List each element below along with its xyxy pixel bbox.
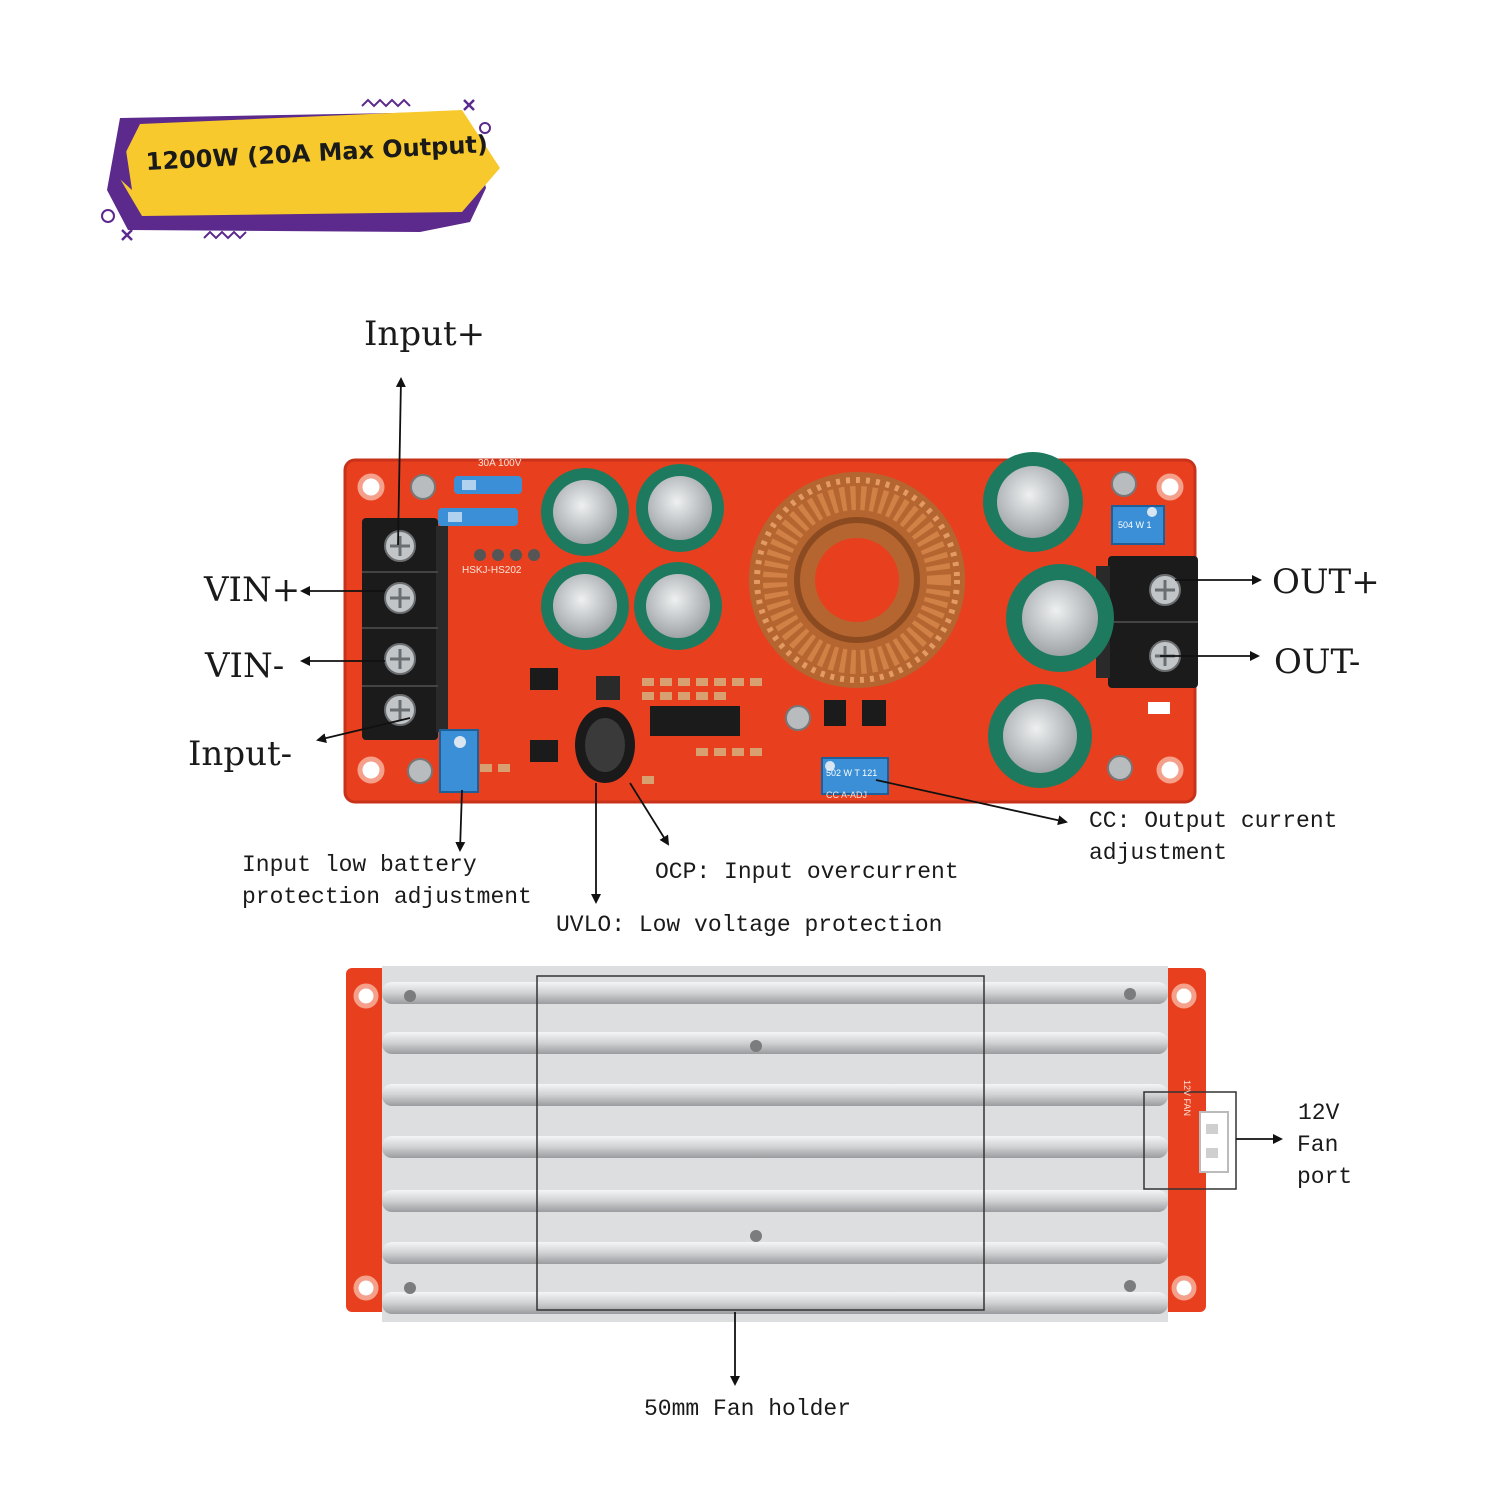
label-out-plus: OUT+ bbox=[1272, 562, 1380, 602]
label-uvlo: UVLO: Low voltage protection bbox=[556, 912, 943, 938]
label-cc-2: adjustment bbox=[1089, 840, 1228, 866]
label-low-battery-2: protection adjustment bbox=[242, 884, 532, 910]
heatsink-fins bbox=[382, 982, 1168, 1314]
jumper bbox=[1148, 702, 1170, 714]
circle-dot-icon bbox=[479, 122, 491, 134]
arrow-low-battery bbox=[455, 789, 466, 852]
potentiometer bbox=[439, 505, 1165, 795]
input-terminal-block bbox=[362, 518, 448, 740]
zigzag-icon bbox=[203, 230, 247, 240]
silk-pot-cc: 502 W T 121 bbox=[826, 768, 878, 778]
label-vin-plus: VIN+ bbox=[204, 570, 301, 610]
mounting-hole bbox=[353, 983, 1197, 1301]
label-fan-port-3: port bbox=[1297, 1164, 1353, 1190]
small-capacitor bbox=[575, 707, 635, 783]
fan-connector bbox=[1199, 1111, 1229, 1173]
circle-dot-icon bbox=[101, 209, 115, 223]
pcb-board bbox=[343, 452, 1198, 804]
fuse bbox=[438, 476, 522, 526]
label-fan-port-2: Fan bbox=[1297, 1132, 1339, 1158]
silk-pot-top: 504 W 1 bbox=[1118, 520, 1152, 530]
label-cc-1: CC: Output current bbox=[1089, 808, 1338, 834]
arrow-ocp bbox=[629, 782, 670, 846]
capacitor bbox=[541, 464, 724, 650]
arrow-cc bbox=[875, 779, 1068, 826]
zigzag-icon bbox=[361, 98, 411, 108]
arrow-input-plus bbox=[395, 377, 406, 546]
screw-icon bbox=[407, 471, 1137, 784]
silk-cc-adj: CC A-ADJ bbox=[826, 790, 868, 800]
silk-model: HSKJ-HS202 bbox=[462, 565, 522, 576]
silk-fan-conn: 12V FAN bbox=[1182, 1080, 1192, 1117]
arrow-input-minus bbox=[316, 717, 411, 744]
mounting-hole bbox=[357, 473, 1184, 784]
banner-shape bbox=[116, 110, 500, 216]
fan-holder-outline bbox=[536, 975, 985, 1311]
label-vin-minus: VIN- bbox=[205, 646, 285, 686]
promo-banner bbox=[101, 98, 500, 241]
label-out-minus: OUT- bbox=[1274, 642, 1361, 682]
label-input-plus: Input+ bbox=[364, 314, 486, 354]
cross-icon bbox=[463, 99, 475, 111]
label-ocp: OCP: Input overcurrent bbox=[655, 859, 959, 885]
fan-port-outline bbox=[1143, 1091, 1237, 1190]
annotation-arrows bbox=[300, 377, 1283, 1386]
screw-icon bbox=[404, 988, 1136, 1294]
label-input-minus: Input- bbox=[188, 734, 293, 774]
smd-components bbox=[474, 549, 886, 784]
label-fan-holder: 50mm Fan holder bbox=[644, 1396, 852, 1422]
silk-fuse: 30A 100V bbox=[478, 458, 522, 469]
heatsink-board bbox=[346, 966, 1237, 1322]
toroid-inductor bbox=[749, 472, 965, 688]
cross-icon bbox=[121, 229, 133, 241]
capacitor bbox=[983, 452, 1114, 788]
label-low-battery-1: Input low battery bbox=[242, 852, 477, 878]
label-fan-port-1: 12V bbox=[1298, 1100, 1340, 1126]
